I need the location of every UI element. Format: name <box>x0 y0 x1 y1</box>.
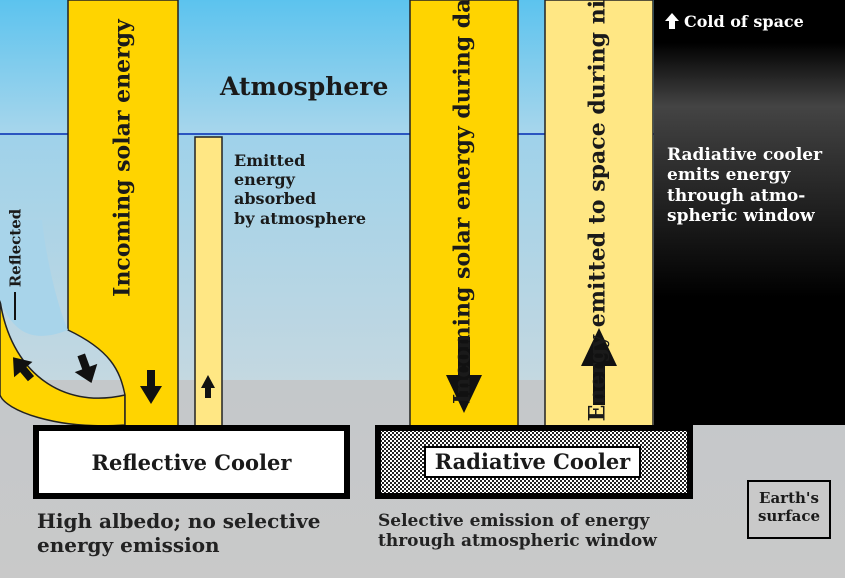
cold-of-space-label: Cold of space <box>684 12 804 31</box>
down-arrow-icon <box>74 353 98 384</box>
radiative-cooler-label-bg <box>424 446 641 478</box>
reflected-arrow-up-left <box>13 357 35 382</box>
earths-surface-label: Earth's surface <box>757 489 821 525</box>
down-arrow-icon <box>140 370 162 404</box>
space-column <box>654 0 845 425</box>
down-arrow-icon <box>446 337 482 413</box>
radiative-caption: Selective emission of energy through atm… <box>378 511 657 552</box>
up-arrow-icon <box>581 328 617 405</box>
nighttime-emission-label: Energy emitted to space during nighttime <box>584 0 611 422</box>
up-arrow-icon <box>13 357 35 382</box>
atmosphere-label: Atmosphere <box>220 72 389 101</box>
incoming-solar-left-label: Incoming solar energy <box>109 19 136 297</box>
reflective-cooler-label: Reflective Cooler <box>91 450 292 475</box>
emitted-absorbed-label: Emitted energy absorbed by atmosphere <box>234 151 367 228</box>
daytime-solar-label: Incoming solar energy during daytime <box>449 0 476 404</box>
up-arrow-icon <box>201 375 215 398</box>
reflective-caption: High albedo; no selective energy emissio… <box>37 509 321 557</box>
reflected-label: Reflected <box>6 208 25 288</box>
up-arrow-icon <box>665 13 679 29</box>
reflective-cooler-box <box>33 425 350 499</box>
radiative-emits-label: Radiative cooler emits energy through at… <box>667 145 823 227</box>
earths-surface-box <box>747 480 831 539</box>
reflection-gap <box>0 220 68 336</box>
reflected-arrow-down <box>74 353 98 384</box>
radiative-cooler-label: Radiative Cooler <box>434 449 631 474</box>
